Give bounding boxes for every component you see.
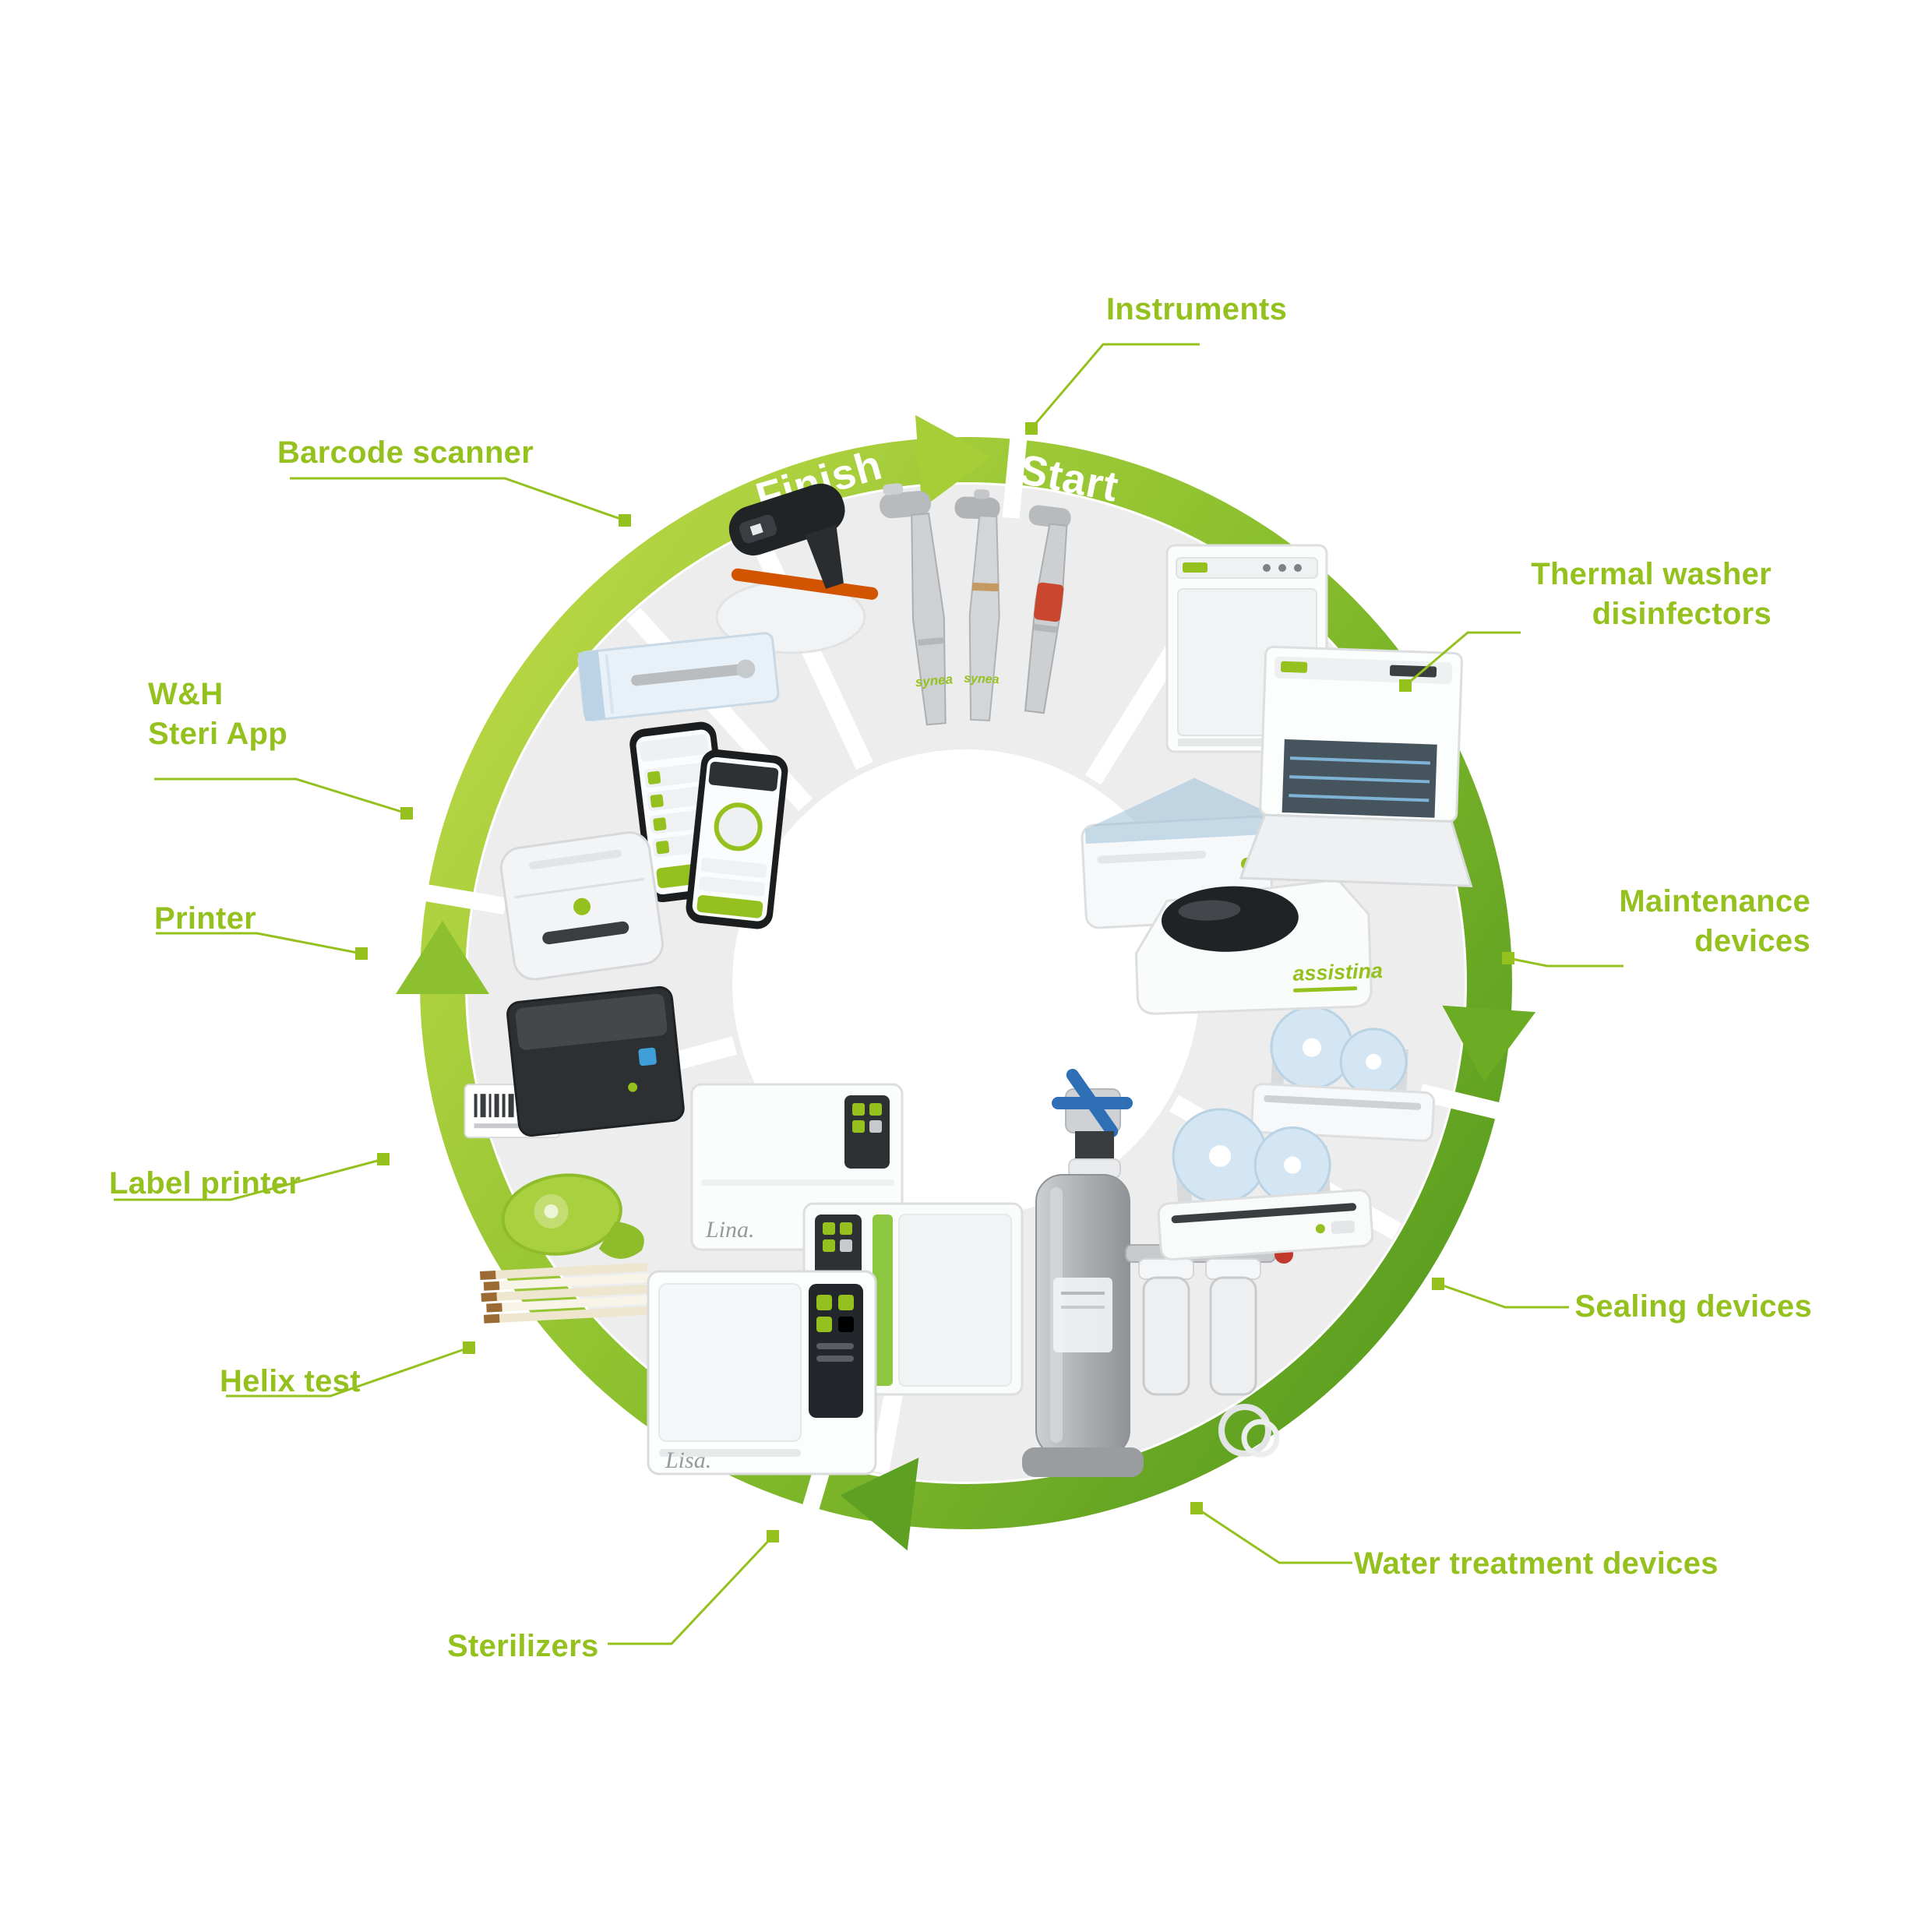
water-treatment-image — [1022, 1068, 1293, 1477]
category-label-sterilizers: Sterilizers — [447, 1629, 599, 1663]
steri-app-leader-dot — [400, 807, 413, 820]
category-label-label-printer: Label printer — [109, 1166, 301, 1200]
water-treatment-leader — [1190, 1502, 1352, 1564]
category-label-printer: Printer — [154, 901, 257, 936]
category-label-barcode-scanner: Barcode scanner — [277, 435, 534, 470]
sterilizers-leader — [608, 1530, 779, 1645]
maintenance-leader-dot — [1502, 952, 1514, 964]
steri-app-image — [629, 721, 788, 929]
category-label-steri-app: W&H Steri App — [148, 677, 288, 752]
maintenance-leader — [1502, 952, 1624, 968]
test-strips — [480, 1262, 654, 1324]
handpiece-brand-text: synea — [964, 672, 999, 687]
assistina-301: assistina — [1134, 878, 1384, 1015]
sealing-devices-image — [1157, 1006, 1436, 1261]
thermal-washer-leader — [1399, 631, 1521, 692]
leader-lines — [114, 343, 1624, 1645]
label-printer-leader-dot — [377, 1153, 390, 1165]
sterilizers-leader-dot — [767, 1530, 779, 1542]
helix-leader-dot — [463, 1341, 475, 1354]
instrument-in-hand — [731, 568, 879, 600]
sterilizer-lisa: Lisa. — [647, 1270, 877, 1475]
washer-front-open — [1239, 645, 1473, 887]
category-label-water-treatment-devices: Water treatment devices — [1354, 1546, 1719, 1581]
label-printer-image — [464, 985, 685, 1139]
steri-app-phone — [686, 749, 788, 929]
sterilizers-image: Lina. Lisa. — [647, 1083, 1024, 1475]
instruments-leader — [1025, 343, 1200, 435]
assistina-brand-text: assistina — [1292, 959, 1384, 985]
sterilizer-model-text: Lisa. — [665, 1447, 711, 1473]
helix-test-image — [480, 1173, 654, 1324]
sterile-pouch-image — [577, 632, 780, 722]
water-leader-dot — [1190, 1502, 1203, 1514]
sealing-leader-dot — [1432, 1278, 1444, 1290]
printer-image — [499, 831, 664, 981]
helix-leader — [226, 1341, 475, 1398]
steri-app-leader — [154, 777, 413, 820]
printer-leader — [156, 932, 368, 960]
category-label-instruments: Instruments — [1106, 292, 1288, 326]
thermal-leader-dot — [1399, 679, 1412, 692]
label-printer-leader — [114, 1153, 390, 1201]
handpiece-brand-text: synea — [915, 672, 954, 689]
sterilizer-model-text: Lina. — [705, 1217, 755, 1243]
instruments-image: synea synea — [880, 483, 1071, 726]
sealing-leader — [1432, 1278, 1569, 1309]
category-label-sealing-devices: Sealing devices — [1574, 1289, 1812, 1324]
sterilizer-lina: Lina. — [690, 1083, 904, 1251]
ring-arrow-right — [1418, 1005, 1536, 1127]
category-label-thermal-washer-disinfectors: Thermal washer disinfectors — [1531, 557, 1772, 632]
scanner-body — [728, 483, 845, 589]
ring-arrow-left — [393, 879, 507, 994]
printer-leader-dot — [355, 947, 368, 960]
category-label-maintenance-devices: Maintenance devices — [1619, 884, 1810, 959]
category-label-helix-test: Helix test — [220, 1364, 361, 1398]
ring-arrow-top-finish — [915, 405, 1031, 519]
barcode-leader-dot — [619, 514, 631, 527]
barcode-scanner-leader — [290, 477, 631, 527]
instruments-leader-dot — [1025, 422, 1038, 435]
